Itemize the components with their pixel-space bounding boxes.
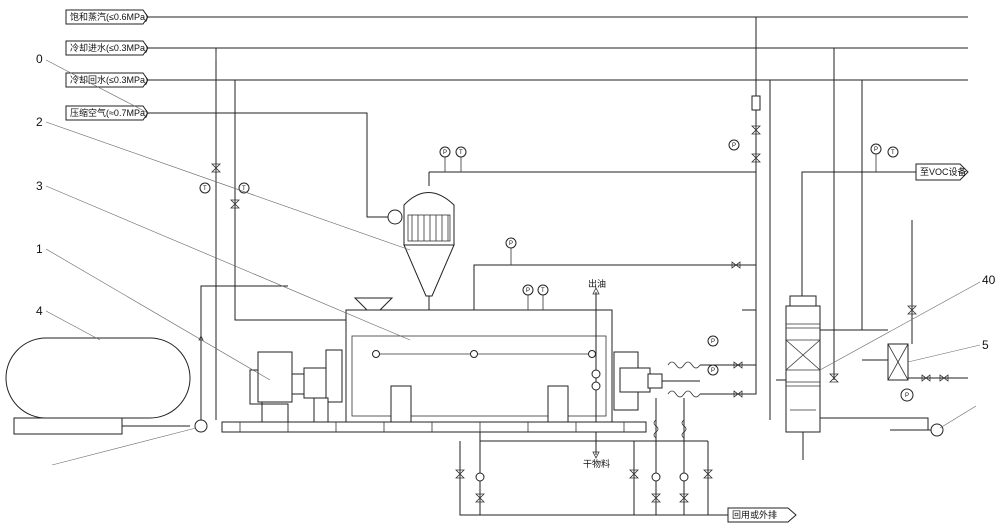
dry-material-label: 干物料 <box>583 458 610 469</box>
callout-1: 3 <box>36 179 411 341</box>
left-cooling-drops <box>211 48 350 420</box>
valve-icon <box>475 493 485 503</box>
svg-text:4: 4 <box>36 304 43 318</box>
steam-trap-icon <box>679 472 689 482</box>
temp-gauge-condenser: T <box>455 146 467 172</box>
svg-text:P: P <box>509 241 513 247</box>
heat-exchanger <box>820 48 968 383</box>
svg-text:0: 0 <box>36 52 43 66</box>
svg-text:P: P <box>711 368 715 374</box>
to-voc-flag: 至VOC设备 <box>915 163 969 181</box>
valve-icon <box>651 493 661 503</box>
svg-text:T: T <box>891 150 895 156</box>
cooling-return-label-flag: 冷却回水(≤0.3MPa) <box>65 72 149 88</box>
valve-icon <box>455 469 465 479</box>
steam-trap-icon <box>475 472 485 482</box>
pressure-gauge-voc: P T <box>870 143 899 172</box>
dryer-gauges: P T <box>522 284 549 310</box>
callout-4: 4 <box>36 304 101 341</box>
callout-0: 0 <box>36 52 149 114</box>
svg-text:2: 2 <box>36 115 43 129</box>
valve-icon <box>731 261 741 269</box>
pressure-gauges-right-mid: P P <box>707 335 719 376</box>
valve-icon <box>829 373 839 383</box>
svg-text:P: P <box>732 143 736 149</box>
cooling-return-label: 冷却回水(≤0.3MPa) <box>70 74 148 85</box>
svg-text:5: 5 <box>982 338 989 352</box>
feed-pump-icon <box>194 285 288 433</box>
svg-text:P: P <box>711 339 715 345</box>
pressure-gauge-jacket: P <box>505 237 517 265</box>
compressed-air-label: 压缩空气(≈0.7MPa) <box>70 107 148 118</box>
svg-text:T: T <box>203 186 207 192</box>
valve-icon <box>751 125 761 135</box>
valve-icon <box>907 305 917 315</box>
condensate-coils <box>653 361 701 441</box>
compressed-air-label-flag: 压缩空气(≈0.7MPa) <box>65 105 149 121</box>
svg-text:P: P <box>905 393 909 399</box>
right-bearing-drive <box>613 351 700 411</box>
valve-icon <box>751 153 761 163</box>
right-service-lines <box>700 17 771 420</box>
dryer-body <box>345 297 613 423</box>
svg-text:T: T <box>459 150 463 156</box>
callout-40 <box>51 427 197 466</box>
valve-icon <box>629 469 639 479</box>
oil-storage-tank <box>5 337 191 435</box>
callout-2: 1 <box>36 242 271 381</box>
svg-text:3: 3 <box>36 179 43 193</box>
pressure-gauge-right-top: P <box>728 139 740 151</box>
callout-5: 40 <box>819 273 996 371</box>
reuse-discharge-label: 回用或外排 <box>732 509 777 520</box>
callout-3: 2 <box>36 115 411 251</box>
valve-icon <box>230 199 240 209</box>
callout-6: 5 <box>907 338 989 363</box>
circulation-pump: P <box>820 388 944 437</box>
svg-text:40: 40 <box>982 273 996 287</box>
cooling-in-label: 冷却进水(≤0.3MPa) <box>70 42 148 53</box>
valve-icon <box>939 374 949 382</box>
svg-text:1: 1 <box>36 242 43 256</box>
valve-icon <box>921 374 931 382</box>
drain-manifold <box>455 432 728 516</box>
valve-icon <box>733 361 743 369</box>
oil-out-label: 出油 <box>588 278 606 289</box>
valve-icon <box>211 163 221 173</box>
valve-icon <box>679 493 689 503</box>
valve-icon <box>733 390 743 398</box>
temp-gauge-left-1: T <box>199 182 211 194</box>
cooling-in-label-flag: 冷却进水(≤0.3MPa) <box>65 40 149 56</box>
steam-label-flag: 饱和蒸汽(≤0.6MPa) <box>65 9 149 25</box>
jacket-steam-line <box>473 264 756 310</box>
steam-trap-icon <box>651 472 661 482</box>
pressure-gauge-condenser: P <box>439 146 451 172</box>
scrubber-tower <box>776 171 916 460</box>
condenser-separator <box>380 171 756 310</box>
svg-text:P: P <box>443 150 447 156</box>
steam-label: 饱和蒸汽(≤0.6MPa) <box>70 11 148 22</box>
svg-text:T: T <box>242 186 246 192</box>
reuse-discharge-flag: 回用或外排 <box>727 507 797 523</box>
callout-61 <box>939 405 977 429</box>
base-frame <box>221 421 647 433</box>
valve-icon <box>703 469 713 479</box>
svg-text:P: P <box>874 147 878 153</box>
to-voc-label: 至VOC设备 <box>920 166 967 177</box>
compressed-air-line <box>148 112 380 218</box>
svg-text:P: P <box>526 288 530 294</box>
svg-text:T: T <box>541 288 545 294</box>
drive-motor-gearbox <box>249 349 343 423</box>
